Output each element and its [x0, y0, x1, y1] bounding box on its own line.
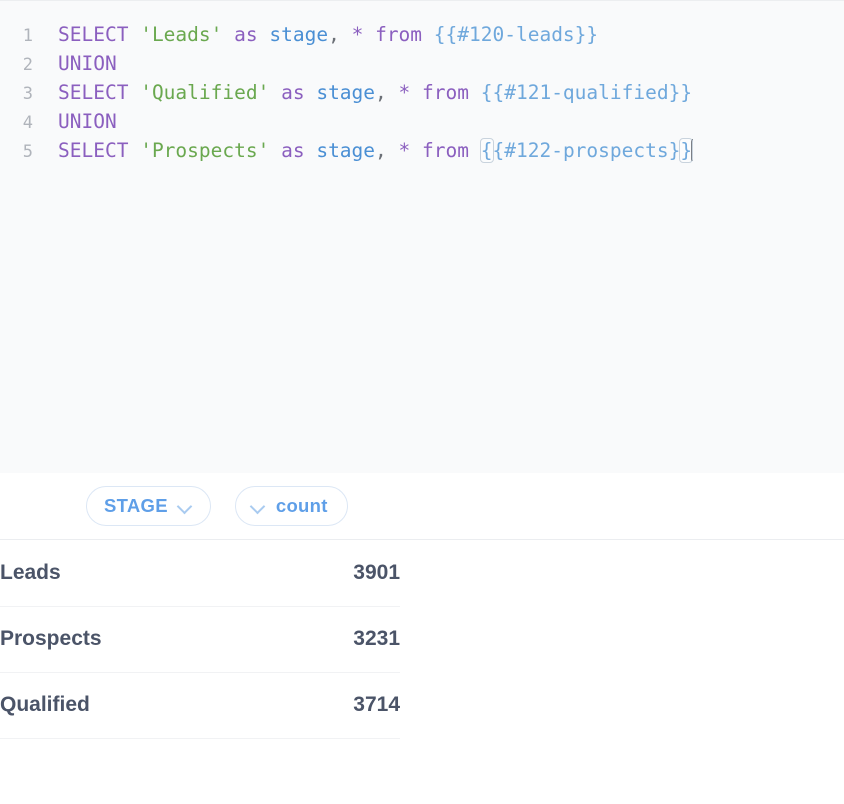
- code-token-kw: *: [398, 139, 411, 162]
- cell-stage: Prospects: [0, 606, 200, 673]
- column-header-count[interactable]: count: [234, 486, 348, 526]
- code-token-kw: SELECT: [58, 81, 129, 104]
- code-token-plain: [128, 139, 140, 162]
- code-token-str: 'Qualified': [140, 81, 270, 104]
- line-number: 3: [22, 84, 33, 104]
- code-token-plain: [469, 139, 481, 162]
- line-number: 2: [22, 55, 33, 75]
- code-token-kw: SELECT: [58, 139, 129, 162]
- code-line[interactable]: 2 UNION: [0, 49, 844, 78]
- code-token-plain: [387, 139, 399, 162]
- code-token-kw: as: [281, 139, 305, 162]
- code-token-plain: [305, 81, 317, 104]
- code-token-plain: [269, 81, 281, 104]
- code-token-kw: from: [422, 139, 469, 162]
- column-header-stage[interactable]: STAGE: [86, 486, 211, 526]
- code-token-tpl: {#122-prospects}: [492, 139, 681, 162]
- code-line-content[interactable]: SELECT 'Prospects' as stage, * from {{#1…: [33, 136, 694, 165]
- code-token-ident: stage: [316, 139, 376, 162]
- cell-count: 3714: [200, 672, 400, 739]
- code-line-content[interactable]: UNION: [33, 49, 117, 78]
- code-token-tpl: {{#121-qualified}}: [480, 81, 693, 104]
- code-token-ident: stage: [316, 81, 376, 104]
- column-header-label: STAGE: [104, 495, 168, 516]
- code-token-kw: from: [422, 81, 469, 104]
- code-token-plain: [258, 23, 270, 46]
- code-token-ident: stage: [269, 23, 329, 46]
- chevron-down-icon[interactable]: [251, 499, 266, 514]
- code-token-kw: as: [281, 81, 305, 104]
- code-token-kw: *: [398, 81, 411, 104]
- results-column-header-bar: STAGE count: [0, 473, 844, 540]
- code-token-plain: [410, 139, 422, 162]
- code-line[interactable]: 4 UNION: [0, 107, 844, 136]
- code-token-kw: UNION: [58, 110, 117, 133]
- code-token-brmatch: {: [479, 138, 494, 163]
- code-token-plain: [340, 23, 352, 46]
- line-number: 1: [22, 26, 33, 46]
- cell-count: 3231: [200, 606, 400, 673]
- code-token-brmatch: }: [679, 138, 694, 163]
- code-token-kw: *: [351, 23, 364, 46]
- text-cursor: [691, 139, 694, 161]
- cell-stage: Qualified: [0, 672, 200, 739]
- column-header-label: count: [275, 495, 328, 516]
- code-token-plain: ,: [375, 139, 387, 162]
- cell-stage: Leads: [0, 540, 200, 607]
- code-token-plain: [469, 81, 481, 104]
- line-number: 5: [22, 142, 33, 162]
- code-token-str: 'Leads': [140, 23, 223, 46]
- code-token-plain: [222, 23, 234, 46]
- code-line-content[interactable]: SELECT 'Leads' as stage, * from {{#120-l…: [33, 20, 598, 49]
- code-token-plain: [410, 81, 422, 104]
- code-token-kw: SELECT: [58, 23, 129, 46]
- code-token-plain: ,: [328, 23, 340, 46]
- code-token-str: 'Prospects': [140, 139, 270, 162]
- code-line-content[interactable]: UNION: [33, 107, 117, 136]
- line-number: 4: [22, 113, 33, 133]
- code-token-plain: [422, 23, 434, 46]
- code-token-plain: ,: [375, 81, 387, 104]
- code-token-kw: as: [234, 23, 258, 46]
- cell-count: 3901: [200, 540, 400, 607]
- code-token-plain: [363, 23, 375, 46]
- code-token-kw: from: [375, 23, 423, 46]
- code-line-content[interactable]: SELECT 'Qualified' as stage, * from {{#1…: [33, 78, 692, 107]
- code-token-plain: [269, 139, 281, 162]
- code-token-plain: [128, 23, 140, 46]
- chevron-down-icon[interactable]: [178, 499, 193, 514]
- code-token-kw: UNION: [58, 52, 117, 75]
- code-token-plain: [128, 81, 140, 104]
- code-token-tpl: {{#120-leads}}: [433, 23, 599, 46]
- code-token-plain: [305, 139, 317, 162]
- code-token-plain: [387, 81, 399, 104]
